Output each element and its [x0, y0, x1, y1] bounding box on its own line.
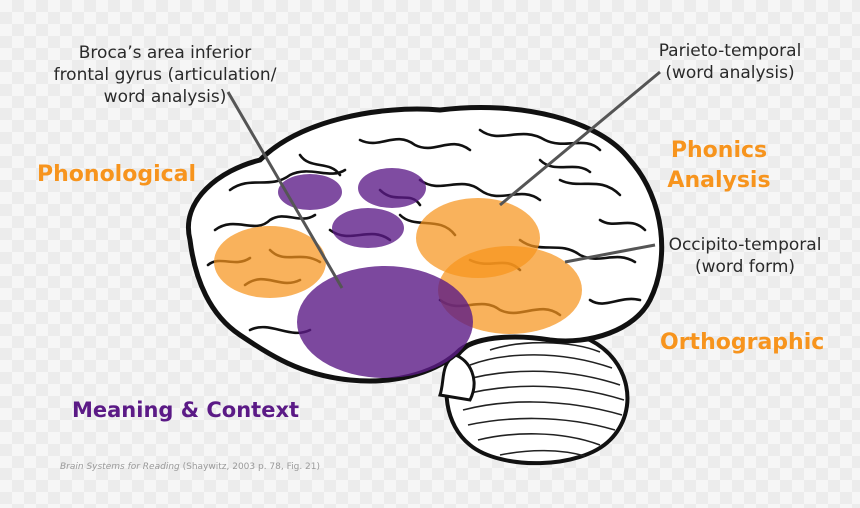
- occipito-callout: Occipito-temporal (word form): [650, 234, 840, 278]
- parieto-leader: [499, 70, 661, 207]
- broca-region-upper: [278, 174, 342, 210]
- phonics-label-line-2: Analysis: [667, 168, 771, 193]
- meaning-context-label: Meaning & Context: [72, 398, 300, 422]
- broca-leader: [226, 91, 344, 289]
- caption-title: Brain Systems for Reading: [60, 462, 180, 472]
- source-caption: Brain Systems for Reading (Shaywitz, 200…: [60, 462, 320, 472]
- cerebellum: [444, 327, 630, 466]
- parieto-callout-line-2: (word analysis): [665, 63, 795, 83]
- phonics-analysis-label: Phonics Analysis: [664, 136, 774, 196]
- occipito-callout-line-1: Occipito-temporal: [668, 235, 822, 255]
- broca-region-middle: [332, 208, 404, 248]
- broca-callout-line-3: word analysis): [103, 87, 227, 107]
- occipito-leader: [564, 243, 656, 264]
- parieto-callout-line-1: Parieto-temporal: [658, 41, 802, 61]
- caption-citation: (Shaywitz, 2003 p. 78, Fig. 21): [179, 462, 321, 472]
- phonics-label-line-1: Phonics: [670, 138, 768, 163]
- broca-callout: Broca’s area inferior frontal gyrus (art…: [40, 42, 290, 108]
- occipito-callout-line-2: (word form): [694, 257, 796, 277]
- brainstem: [438, 353, 476, 402]
- broca-callout-line-1: Broca’s area inferior: [78, 43, 252, 63]
- phonological-label: Phonological: [37, 162, 197, 187]
- broca-region-top: [358, 168, 426, 208]
- orthographic-region: [438, 246, 582, 334]
- orthographic-label: Orthographic: [660, 330, 825, 355]
- leader-lines: [226, 70, 661, 289]
- phonological-region: [214, 226, 326, 298]
- meaning-region: [297, 266, 473, 378]
- parieto-callout: Parieto-temporal (word analysis): [630, 40, 830, 84]
- broca-callout-line-2: frontal gyrus (articulation/: [53, 65, 277, 85]
